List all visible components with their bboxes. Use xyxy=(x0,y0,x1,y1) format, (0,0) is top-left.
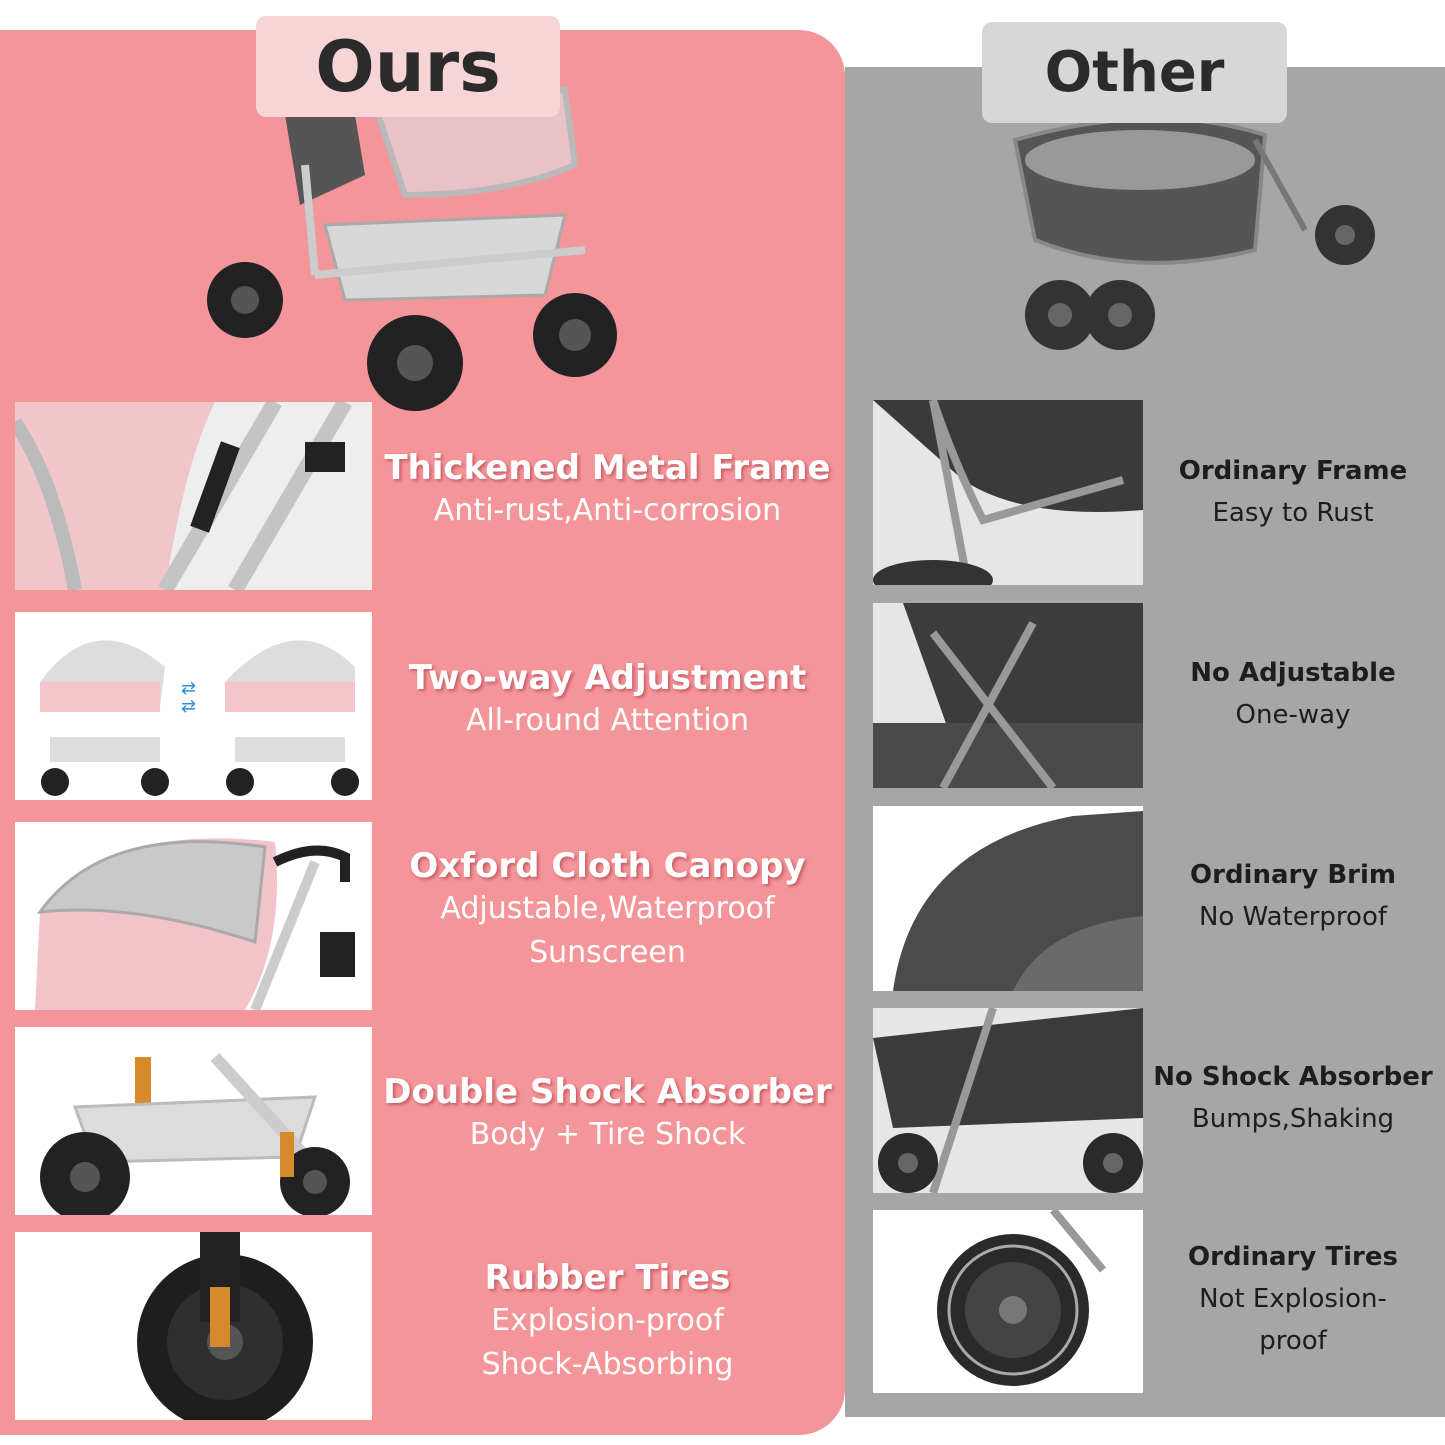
ours-feature-title: Two-way Adjustment xyxy=(408,658,807,698)
other-feature-frame: Ordinary Frame Easy to Rust xyxy=(1145,450,1441,534)
ours-feature-desc: Shock-Absorbing xyxy=(481,1347,734,1382)
other-feature-desc: One-way xyxy=(1235,700,1351,730)
ours-feature-desc: Explosion-proof xyxy=(491,1303,724,1338)
other-feature-desc: Bumps,Shaking xyxy=(1191,1104,1395,1134)
other-feature-desc: Not Explosion- xyxy=(1199,1284,1387,1314)
other-feature-desc: Easy to Rust xyxy=(1212,498,1374,528)
other-label: Other xyxy=(982,22,1287,123)
ours-feature-shock: Double Shock Absorber Body + Tire Shock xyxy=(375,1071,840,1157)
metal-frame-photo xyxy=(15,402,372,590)
other-feature-title: Ordinary Tires xyxy=(1188,1242,1398,1272)
ours-feature-desc: Anti-rust,Anti-corrosion xyxy=(433,493,782,528)
two-way-adjustment-photo: ⇄ ⇄ xyxy=(15,612,372,800)
ours-feature-adjustment: Two-way Adjustment All-round Attention xyxy=(375,657,840,743)
ordinary-brim-photo xyxy=(873,806,1143,991)
other-feature-title: Ordinary Frame xyxy=(1178,456,1408,486)
one-way-photo xyxy=(873,603,1143,788)
other-feature-desc: proof xyxy=(1259,1326,1327,1356)
canopy-photo xyxy=(15,822,372,1010)
other-feature-adjustment: No Adjustable One-way xyxy=(1145,652,1441,736)
other-feature-title: No Adjustable xyxy=(1190,658,1396,688)
shock-absorber-photo xyxy=(15,1027,372,1215)
ours-feature-tires: Rubber Tires Explosion-proof Shock-Absor… xyxy=(375,1257,840,1387)
ordinary-tire-photo xyxy=(873,1210,1143,1393)
other-feature-brim: Ordinary Brim No Waterproof xyxy=(1145,854,1441,938)
ours-feature-desc: Adjustable,Waterproof xyxy=(440,891,775,926)
ours-feature-title: Thickened Metal Frame xyxy=(384,448,831,488)
other-stroller-photo xyxy=(1005,110,1375,360)
other-feature-title: Ordinary Brim xyxy=(1190,860,1396,890)
ours-feature-frame: Thickened Metal Frame Anti-rust,Anti-cor… xyxy=(375,447,840,533)
ours-label: Ours xyxy=(256,16,560,117)
ours-feature-desc: Sunscreen xyxy=(529,935,686,970)
ours-feature-title: Double Shock Absorber xyxy=(383,1072,832,1112)
svg-text:⇄: ⇄ xyxy=(181,678,196,699)
ours-stroller-photo xyxy=(205,85,635,420)
ours-feature-desc: Body + Tire Shock xyxy=(469,1117,746,1152)
rubber-tire-photo xyxy=(15,1232,372,1420)
no-shock-photo xyxy=(873,1008,1143,1193)
ordinary-frame-photo xyxy=(873,400,1143,585)
ours-feature-title: Rubber Tires xyxy=(484,1258,731,1298)
svg-text:⇄: ⇄ xyxy=(181,696,196,717)
other-feature-shock: No Shock Absorber Bumps,Shaking xyxy=(1145,1056,1441,1140)
ours-feature-canopy: Oxford Cloth Canopy Adjustable,Waterproo… xyxy=(375,845,840,975)
other-feature-desc: No Waterproof xyxy=(1198,902,1388,932)
ours-feature-title: Oxford Cloth Canopy xyxy=(409,846,806,886)
other-feature-tires: Ordinary Tires Not Explosion- proof xyxy=(1145,1236,1441,1362)
ours-feature-desc: All-round Attention xyxy=(465,703,750,738)
other-feature-title: No Shock Absorber xyxy=(1153,1062,1433,1092)
